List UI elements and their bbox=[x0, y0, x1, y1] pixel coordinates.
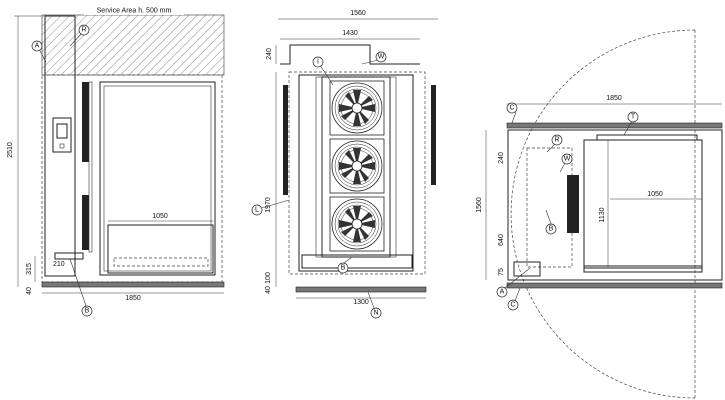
marker-b-label: B bbox=[341, 265, 346, 272]
control-column bbox=[44, 15, 76, 277]
marker-w bbox=[375, 51, 387, 63]
marker-w-label: W bbox=[378, 54, 385, 61]
side-view: 1560 1430 240 1970 100 40 1300 W I L bbox=[251, 10, 438, 319]
side-frame bbox=[298, 74, 414, 272]
marker-b-label: B bbox=[85, 308, 90, 315]
fan-unit bbox=[567, 175, 579, 233]
side-ramp bbox=[301, 254, 413, 269]
evaporator-rail-right bbox=[389, 76, 397, 258]
hinge-strip-bottom bbox=[82, 195, 89, 250]
dim-base: 315 bbox=[26, 263, 33, 275]
dim-width: 1300 bbox=[353, 299, 369, 306]
cabinet-outline bbox=[41, 74, 223, 283]
marker-n bbox=[370, 307, 382, 319]
marker-r-label: R bbox=[81, 27, 86, 34]
marker-r bbox=[551, 134, 563, 146]
dim-left-bottom: 75 bbox=[498, 268, 505, 276]
dim-plan-width: 1850 bbox=[606, 95, 622, 102]
marker-i bbox=[312, 56, 324, 68]
door-frame bbox=[88, 81, 93, 253]
dim-base-b: 40 bbox=[265, 286, 272, 294]
fan-middle-icon bbox=[329, 138, 385, 194]
plan-outline bbox=[507, 129, 723, 281]
marker-r bbox=[78, 24, 90, 36]
dim-inner-width: 1050 bbox=[152, 213, 168, 220]
marker-c-top-label: C bbox=[509, 105, 514, 112]
marker-a-label: A bbox=[500, 289, 505, 296]
marker-a bbox=[31, 40, 43, 52]
door bbox=[99, 81, 216, 276]
dim-left-mid: 640 bbox=[498, 234, 505, 246]
top-frame bbox=[596, 134, 698, 141]
fan-bottom-icon bbox=[329, 196, 385, 252]
front-view: Service Area h. 500 mm 2510 315 40 210 1… bbox=[7, 6, 225, 317]
rail-top bbox=[506, 122, 723, 129]
marker-n-label: N bbox=[373, 310, 378, 317]
trolley-base bbox=[113, 257, 209, 267]
marker-a bbox=[496, 286, 508, 298]
side-panel-left bbox=[283, 85, 288, 195]
dim-inner-w: 1050 bbox=[647, 191, 663, 198]
dim-top-width: 1560 bbox=[350, 10, 366, 17]
dim-base-a: 100 bbox=[265, 272, 272, 284]
dim-top-offset: 240 bbox=[266, 48, 273, 60]
ramp bbox=[54, 252, 84, 260]
dim-left-top: 240 bbox=[498, 152, 505, 164]
marker-c-top bbox=[506, 102, 518, 114]
marker-w-label: W bbox=[564, 156, 571, 163]
marker-w bbox=[561, 153, 573, 165]
service-area-label: Service Area h. 500 mm bbox=[97, 8, 172, 15]
power-button bbox=[59, 143, 65, 149]
marker-a-label: A bbox=[35, 43, 40, 50]
marker-b bbox=[545, 223, 557, 235]
display-screen bbox=[56, 123, 68, 139]
marker-i-label: I bbox=[317, 59, 319, 66]
evaporator-block bbox=[526, 147, 573, 268]
fan-top-icon bbox=[329, 80, 385, 136]
plan-view: 1850 240 1560 640 75 1130 1050 C T R W bbox=[476, 29, 723, 399]
marker-b bbox=[337, 262, 349, 274]
bottom-frame bbox=[583, 265, 703, 273]
side-panel-right bbox=[431, 85, 436, 185]
evaporator-rail-left bbox=[315, 76, 323, 258]
rail-bottom bbox=[506, 282, 723, 289]
marker-c-bottom-label: C bbox=[510, 302, 515, 309]
plan-ramp bbox=[513, 261, 541, 277]
trolley bbox=[107, 224, 214, 274]
dim-door-left: 210 bbox=[53, 261, 65, 268]
side-outline bbox=[288, 71, 426, 275]
chamber bbox=[583, 139, 703, 269]
service-area-hatch bbox=[41, 14, 225, 76]
marker-r-label: R bbox=[554, 137, 559, 144]
top-profile bbox=[280, 44, 420, 65]
door-inner bbox=[103, 85, 212, 272]
marker-b bbox=[81, 305, 93, 317]
dim-width: 1850 bbox=[125, 295, 141, 302]
marker-l bbox=[251, 204, 263, 216]
dim-plan-total: 1560 bbox=[476, 197, 483, 213]
marker-l-label: L bbox=[255, 207, 259, 214]
dim-inner-width: 1430 bbox=[342, 30, 358, 37]
marker-c-bottom bbox=[507, 299, 519, 311]
floor-slab bbox=[41, 281, 225, 288]
side-floor bbox=[295, 286, 427, 293]
control-panel bbox=[52, 117, 72, 153]
hinge-strip-top bbox=[82, 82, 89, 162]
marker-b-label: B bbox=[549, 226, 554, 233]
dim-inner-h: 1130 bbox=[599, 207, 606, 222]
dim-height: 1970 bbox=[265, 197, 272, 213]
dim-floor: 40 bbox=[26, 287, 33, 295]
dim-height-total: 2510 bbox=[7, 142, 14, 158]
marker-t bbox=[627, 111, 639, 123]
marker-t-label: T bbox=[631, 114, 636, 121]
